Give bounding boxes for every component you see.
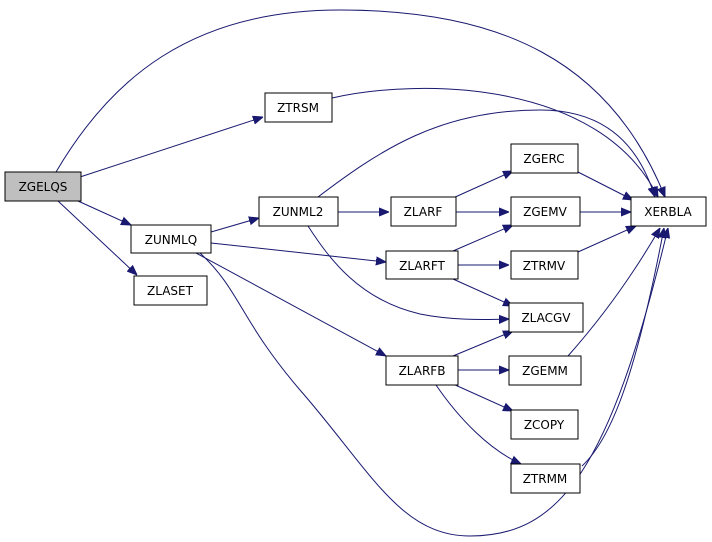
edge-zlarfb-zcopy: [452, 383, 513, 411]
node-zlarf[interactable]: ZLARF: [390, 196, 457, 227]
node-label: ZUNMLQ: [145, 233, 197, 247]
node-label: ZLASET: [147, 284, 194, 298]
node-ztrsm[interactable]: ZTRSM: [264, 92, 333, 123]
edge-zunmlq-xerbla: [199, 228, 668, 537]
edge-ztrmv-xerbla: [577, 226, 636, 253]
node-zgemv[interactable]: ZGEMV: [510, 196, 581, 227]
node-label: ZLARFB: [399, 364, 446, 378]
node-label: ZLACGV: [521, 311, 571, 325]
node-ztrmm[interactable]: ZTRMM: [510, 463, 581, 494]
node-label: ZLARFT: [399, 259, 445, 273]
edge-zunmlq-zlarft: [210, 242, 386, 262]
node-zlarft[interactable]: ZLARFT: [385, 250, 459, 280]
node-zgemm[interactable]: ZGEMM: [508, 355, 582, 386]
edge-zlarf-zgerc: [452, 171, 513, 199]
node-zgelqs[interactable]: ZGELQS: [4, 171, 82, 202]
node-label: ZTRSM: [277, 101, 319, 115]
node-label: ZTRMM: [523, 472, 568, 486]
edge-zgerc-xerbla: [577, 171, 633, 200]
node-xerbla[interactable]: XERBLA: [630, 196, 707, 227]
node-zunmlq[interactable]: ZUNMLQ: [130, 224, 212, 254]
node-label: ZTRMV: [523, 259, 566, 273]
edge-ztrmm-xerbla: [581, 228, 664, 467]
edge-zgelqs-ztrsm: [79, 117, 263, 178]
node-label: ZCOPY: [524, 418, 565, 432]
node-label: ZGEMV: [523, 205, 567, 219]
edge-zunml2-zlacgv: [307, 225, 509, 319]
edge-zlarft-zlacgv: [452, 278, 513, 306]
edge-zunmlq-zunml2: [210, 218, 259, 233]
node-zlacgv[interactable]: ZLACGV: [508, 302, 584, 333]
node-ztrmv[interactable]: ZTRMV: [510, 250, 579, 280]
edge-zgelqs-xerbla: [55, 9, 665, 197]
node-label: ZGEMM: [522, 364, 568, 378]
edge-zgelqs-zlaset: [57, 200, 137, 275]
node-zunml2[interactable]: ZUNML2: [258, 196, 339, 227]
node-zlaset[interactable]: ZLASET: [133, 275, 208, 306]
node-label: ZUNML2: [273, 205, 324, 219]
node-zlarfb[interactable]: ZLARFB: [385, 355, 459, 386]
node-label: ZGERC: [523, 152, 564, 166]
edge-zlarft-zgemv: [452, 225, 513, 252]
node-label: ZLARF: [404, 205, 443, 219]
edge-zlarfb-zlacgv: [452, 331, 513, 357]
edge-zgelqs-zunmlq: [77, 200, 131, 225]
edge-zunml2-xerbla: [317, 109, 655, 197]
edge-ztrsm-xerbla: [331, 87, 658, 197]
edge-zunmlq-zlarfb: [195, 252, 386, 356]
function-nodes: ZGELQS ZTRSM ZUNMLQ ZLASET ZUNML2 ZLARF …: [4, 92, 707, 494]
node-zcopy[interactable]: ZCOPY: [510, 409, 579, 440]
node-label: XERBLA: [644, 205, 692, 219]
edge-zgemm-xerbla: [567, 228, 660, 357]
node-label: ZGELQS: [19, 180, 68, 194]
call-edges: [55, 9, 668, 537]
node-zgerc[interactable]: ZGERC: [510, 143, 579, 174]
edge-zlarfb-ztrmm: [435, 384, 521, 464]
